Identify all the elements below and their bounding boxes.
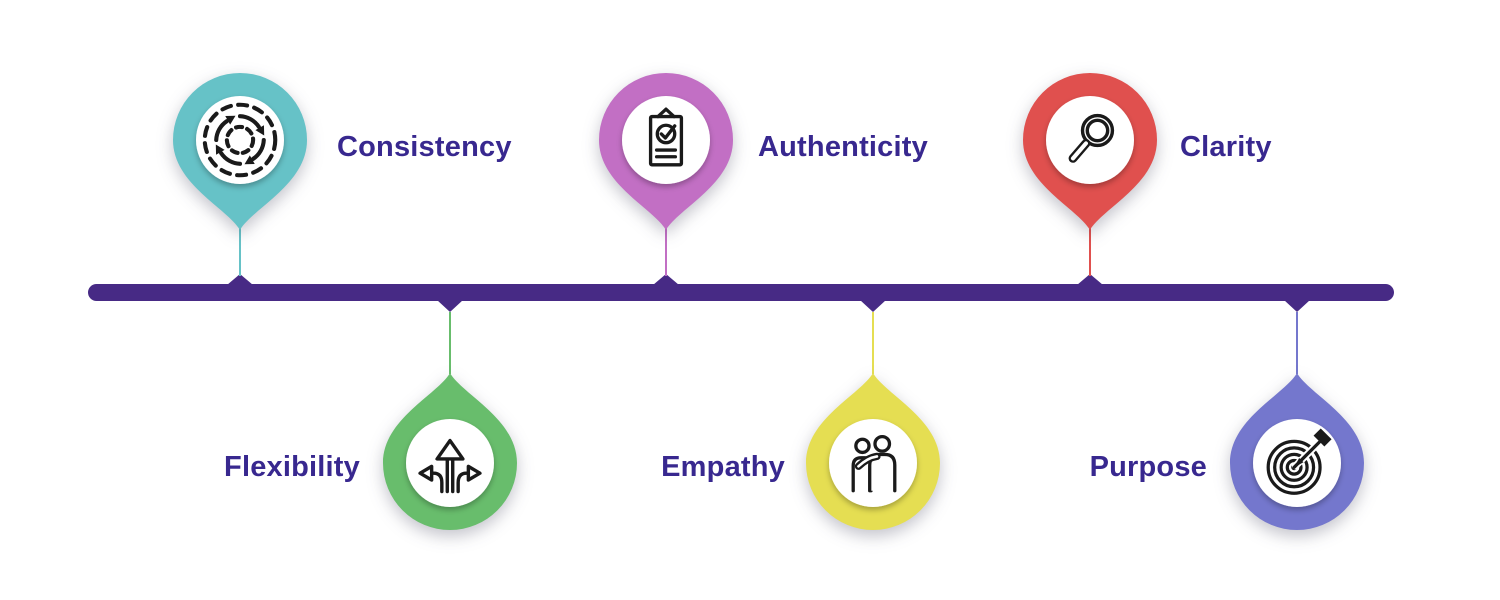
connector-purpose bbox=[1296, 312, 1298, 374]
cycle-arrows-icon bbox=[202, 102, 278, 178]
label-clarity: Clarity bbox=[1180, 131, 1272, 163]
timeline-notch-up bbox=[1077, 274, 1103, 285]
connector-clarity bbox=[1089, 228, 1091, 276]
timeline-notch-up bbox=[653, 274, 679, 285]
timeline-notch-up bbox=[227, 274, 253, 285]
pin-inner-circle bbox=[196, 96, 284, 184]
connector-consistency bbox=[239, 228, 241, 276]
pin-clarity bbox=[1023, 72, 1157, 230]
three-way-arrows-icon bbox=[418, 438, 482, 494]
pin-consistency bbox=[173, 72, 307, 230]
connector-flexibility bbox=[449, 312, 451, 374]
timeline-notch-down bbox=[860, 300, 886, 312]
label-empathy: Empathy bbox=[661, 451, 785, 483]
pin-purpose bbox=[1230, 373, 1364, 531]
clipboard-check-icon bbox=[648, 107, 684, 167]
pin-authenticity bbox=[599, 72, 733, 230]
label-authenticity: Authenticity bbox=[758, 131, 928, 163]
target-dart-icon bbox=[1266, 428, 1332, 495]
connector-authenticity bbox=[665, 228, 667, 276]
two-people-icon bbox=[851, 434, 897, 493]
label-consistency: Consistency bbox=[337, 131, 512, 163]
pin-empathy bbox=[806, 373, 940, 531]
label-flexibility: Flexibility bbox=[224, 451, 360, 483]
label-purpose: Purpose bbox=[1089, 451, 1207, 483]
pin-inner-circle bbox=[622, 96, 710, 184]
magnifier-icon bbox=[1068, 113, 1115, 163]
timeline-bar bbox=[88, 284, 1394, 301]
pin-flexibility bbox=[383, 373, 517, 531]
connector-empathy bbox=[872, 312, 874, 374]
pin-inner-circle bbox=[406, 419, 494, 507]
timeline-notch-down bbox=[1284, 300, 1310, 312]
timeline-notch-down bbox=[437, 300, 463, 312]
